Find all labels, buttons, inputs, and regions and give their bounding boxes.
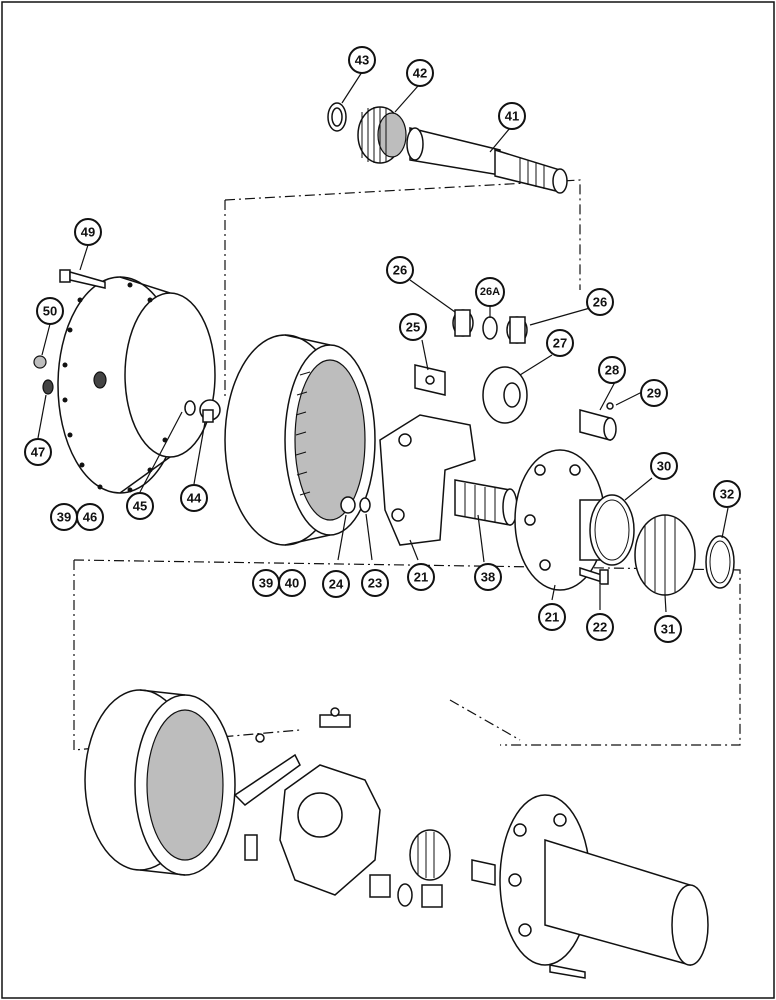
svg-text:41: 41: [505, 109, 519, 124]
svg-text:32: 32: [720, 487, 734, 502]
svg-text:46: 46: [83, 510, 97, 525]
pin-28: [579, 409, 617, 441]
svg-text:27: 27: [553, 336, 567, 351]
ring-gear-39-40: [224, 334, 376, 546]
callout-28: 28: [598, 356, 626, 384]
svg-text:38: 38: [481, 570, 495, 585]
svg-text:26: 26: [393, 263, 407, 278]
callout-45: 45: [126, 492, 154, 520]
svg-text:26A: 26A: [480, 286, 500, 298]
callout-25: 25: [399, 313, 427, 341]
washer-45: [184, 400, 196, 416]
callout-26-right: 26: [586, 288, 614, 316]
callout-30: 30: [650, 452, 678, 480]
housing-39-46: [57, 276, 216, 494]
callout-21-mid: 21: [407, 563, 435, 591]
bottom-ring-gear: [84, 689, 236, 876]
nut-24: [340, 496, 356, 514]
bearing-26-right: [506, 316, 528, 344]
bottom-carrier: [279, 707, 381, 896]
bottom-planet-gear: [409, 829, 451, 881]
callout-24: 24: [322, 570, 350, 598]
svg-text:25: 25: [406, 320, 420, 335]
spacer-26A: [482, 316, 498, 340]
plug-44: [199, 399, 221, 423]
svg-text:42: 42: [413, 66, 427, 81]
washer-23: [359, 497, 371, 513]
svg-text:40: 40: [285, 576, 299, 591]
bottom-bolt: [549, 964, 586, 979]
callout-38: 38: [474, 563, 502, 591]
snap-ring-32: [705, 535, 735, 589]
snap-ring-30: [589, 494, 635, 566]
svg-text:21: 21: [414, 570, 428, 585]
svg-text:23: 23: [368, 576, 382, 591]
callout-41: 41: [498, 102, 526, 130]
bolt-49: [59, 269, 106, 289]
snap-ring-43: [327, 102, 347, 132]
callout-26A: 26A: [475, 277, 505, 307]
callout-39-left: 39: [50, 503, 78, 531]
callout-21-right: 21: [538, 603, 566, 631]
callout-47: 47: [24, 438, 52, 466]
ball-29: [606, 402, 614, 410]
svg-text:44: 44: [187, 491, 202, 506]
gear-42: [357, 106, 407, 164]
bottom-bearings: [369, 874, 443, 908]
callout-43: 43: [348, 46, 376, 74]
svg-text:21: 21: [545, 610, 559, 625]
callout-50: 50: [36, 297, 64, 325]
callout-27: 27: [546, 329, 574, 357]
svg-text:43: 43: [355, 53, 369, 68]
svg-text:49: 49: [81, 225, 95, 240]
plug-50: [33, 355, 47, 369]
callout-46: 46: [76, 503, 104, 531]
svg-text:47: 47: [31, 445, 45, 460]
callout-32: 32: [713, 480, 741, 508]
callout-26-left: 26: [386, 256, 414, 284]
svg-text:39: 39: [57, 510, 71, 525]
callout-29: 29: [640, 379, 668, 407]
sun-gear-38: [454, 479, 518, 526]
svg-text:24: 24: [329, 577, 344, 592]
svg-text:39: 39: [259, 576, 273, 591]
callout-40: 40: [278, 569, 306, 597]
svg-text:29: 29: [647, 386, 661, 401]
bearing-26-left: [452, 309, 474, 337]
callout-49: 49: [74, 218, 102, 246]
shaft-41: [406, 127, 568, 194]
thrust-washer-25: [414, 364, 446, 396]
callout-22: 22: [586, 613, 614, 641]
plug-47: [42, 379, 54, 395]
carrier-21: [379, 414, 476, 546]
svg-text:31: 31: [661, 622, 675, 637]
bolt-22: [579, 566, 609, 585]
callout-23: 23: [361, 569, 389, 597]
leader-lines: [37, 71, 729, 613]
svg-text:22: 22: [593, 620, 607, 635]
planet-gear-27: [482, 366, 528, 424]
callout-31: 31: [654, 615, 682, 643]
svg-text:30: 30: [657, 459, 671, 474]
svg-text:26: 26: [593, 295, 607, 310]
bottom-hub: [499, 794, 709, 966]
callout-44: 44: [180, 484, 208, 512]
callout-39-mid: 39: [252, 569, 280, 597]
svg-text:28: 28: [605, 363, 619, 378]
svg-text:50: 50: [43, 304, 57, 319]
bottom-bracket: [233, 733, 301, 861]
bottom-pin: [471, 859, 496, 886]
callout-42: 42: [406, 59, 434, 87]
svg-text:45: 45: [133, 499, 147, 514]
gear-31: [634, 514, 696, 596]
